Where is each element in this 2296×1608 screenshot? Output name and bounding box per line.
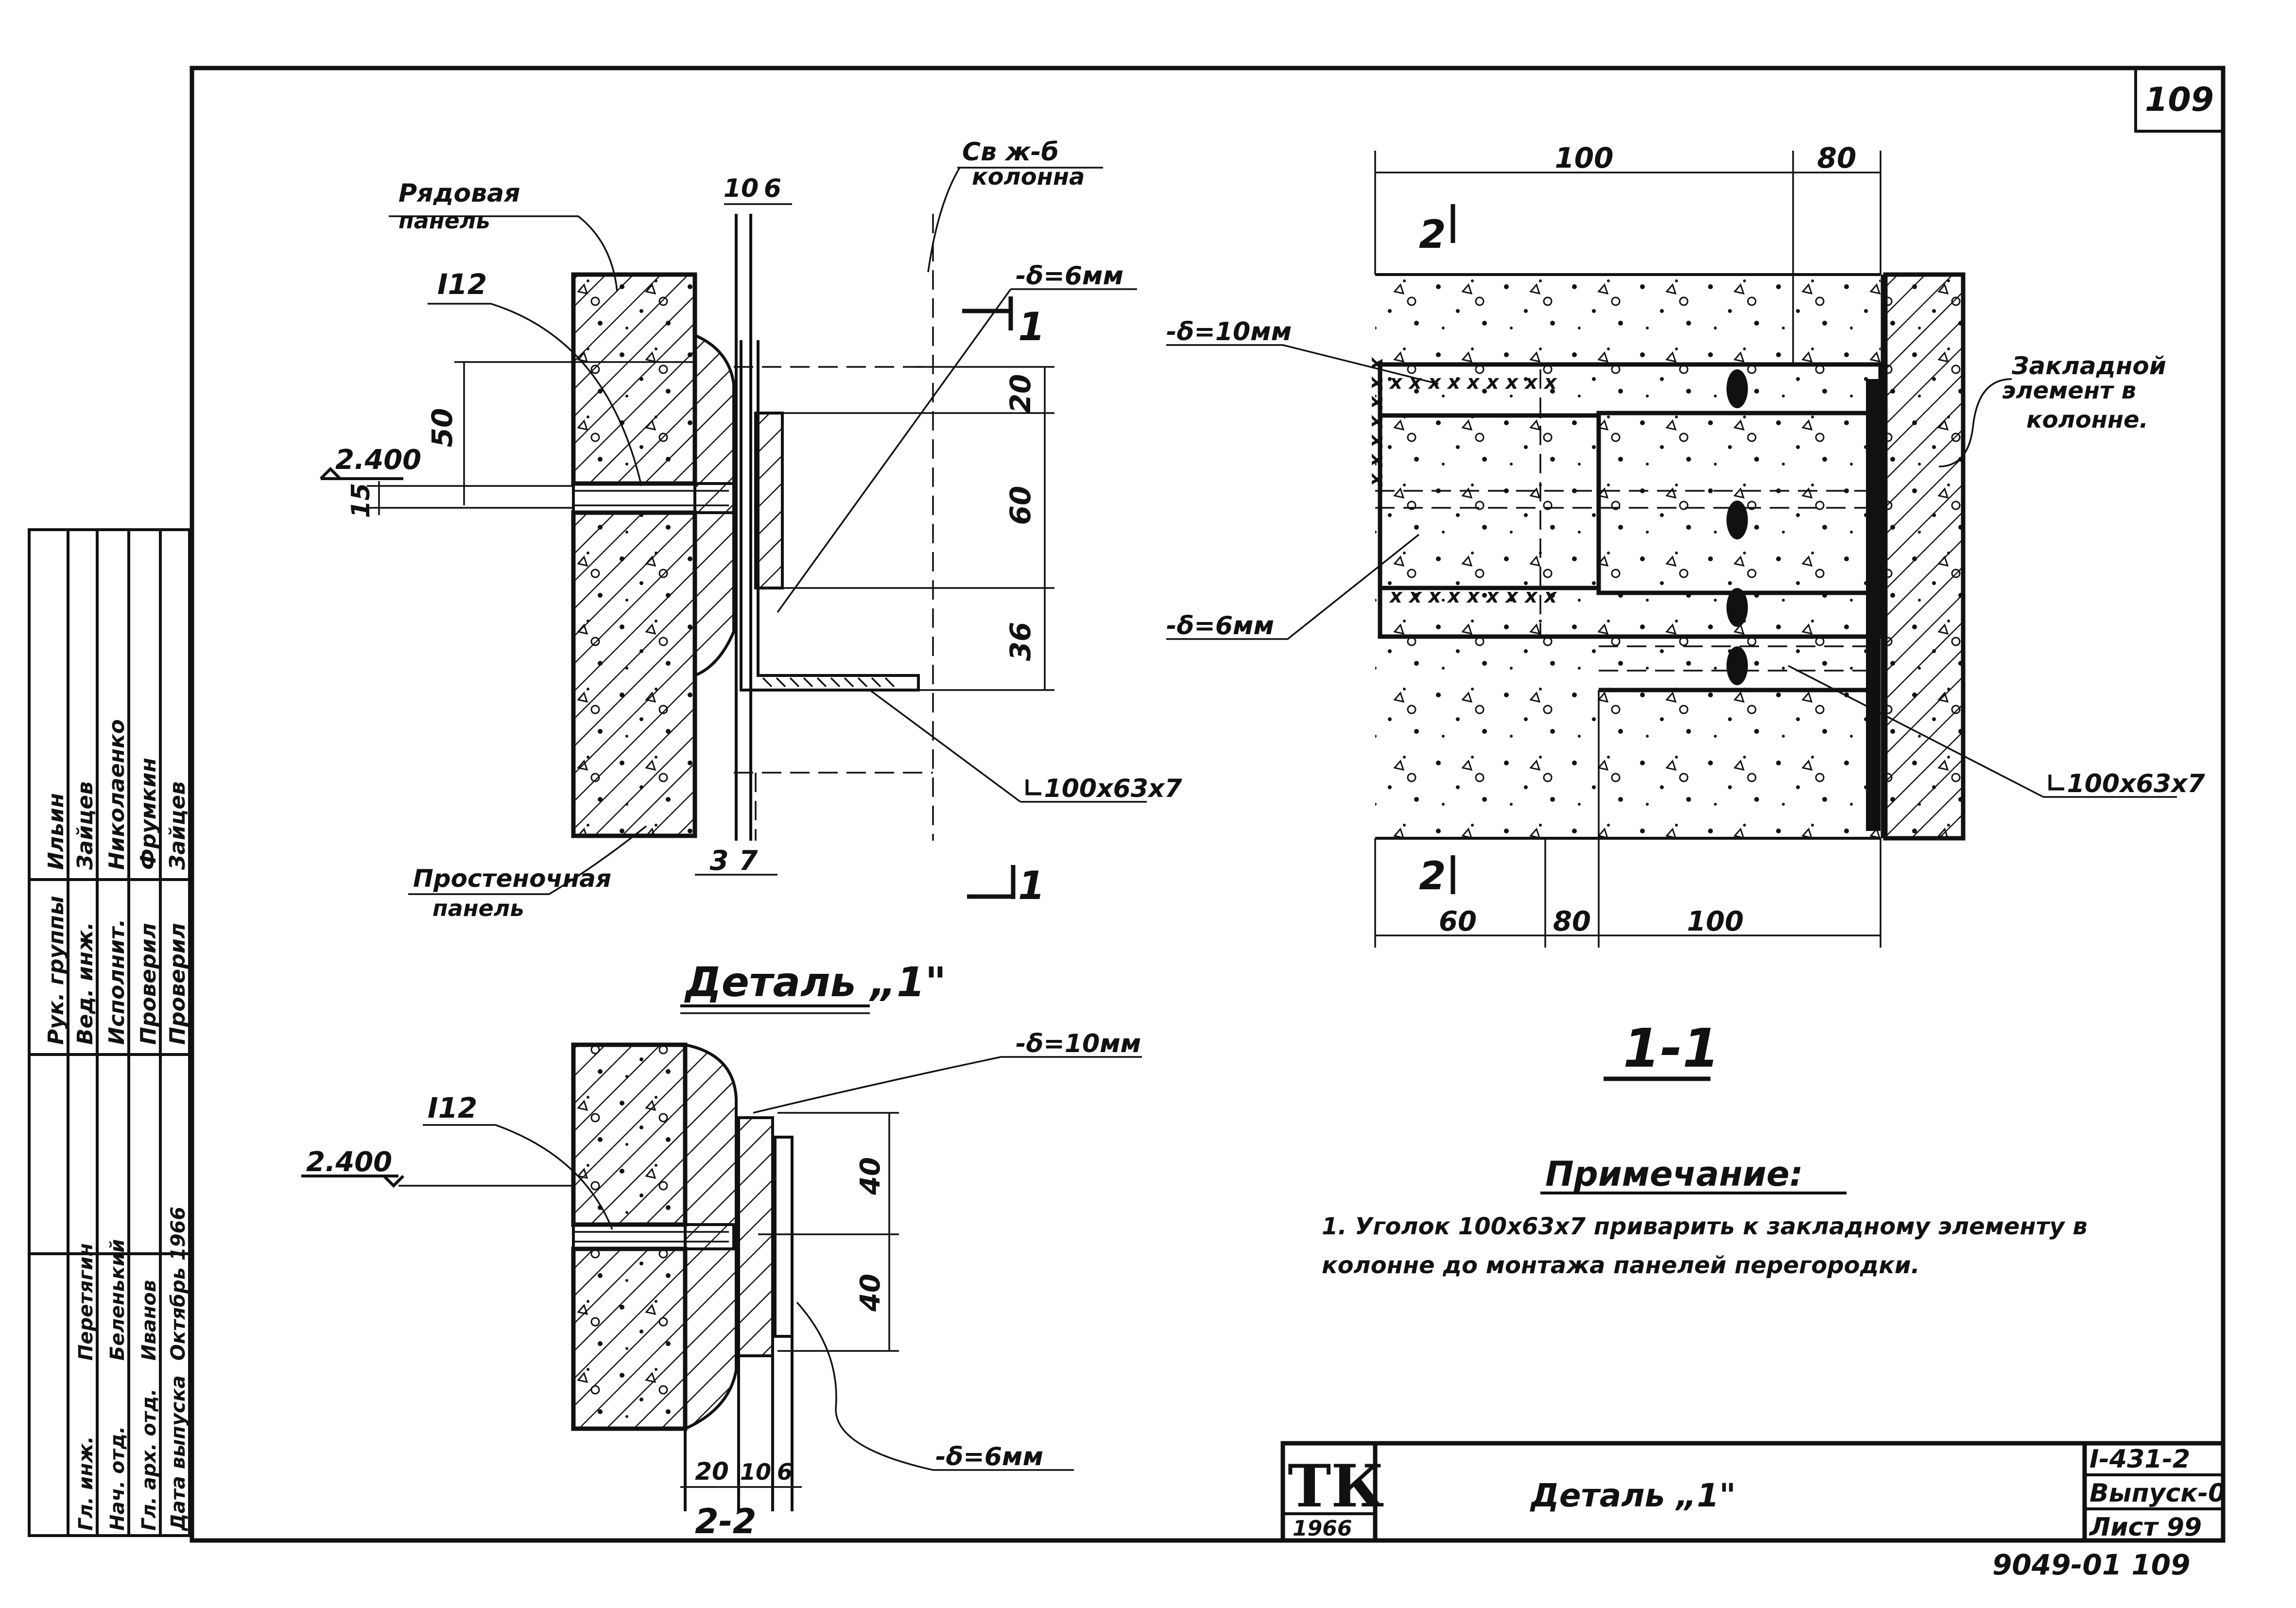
drawing-text: Октябрь 1966 [167,1207,190,1361]
section-2-2-title: 2-2 [695,1502,756,1541]
section-1-1: x x x x x x x x x x x x x x x x x x x x … [1166,141,2206,1081]
drawing-text: 40 [855,1274,886,1312]
drawing-text: 6 [777,1459,793,1485]
archive-number: 9049-01 109 [1992,1548,2190,1581]
drawing-text: Ильин [44,793,69,870]
angle-100x63x7 [740,340,920,692]
drawing-text: Проверил [165,923,190,1045]
drawing-text: 2.400 [335,444,421,476]
drawing-text: 20 [1004,374,1037,414]
drawing-text: 40 [855,1157,886,1195]
partition-panel-label-1: Простеночная [413,865,611,893]
series-number: I-431-2 [2089,1445,2190,1474]
drawing-text: 60 [1004,486,1037,525]
drawing-text: 2 [1419,212,1446,257]
drawing-text: 1 [1018,304,1045,349]
section-1-1-angle-label: ∟100x63x7 [2046,769,2206,798]
partition-panel-label-2: панель [432,895,524,921]
section-2-2-plate-10-label: -δ=10мм [1016,1029,1141,1058]
notes: Примечание: 1. Уголок 100x63x7 приварить… [1322,1154,2088,1279]
drawing-text: 2.400 [306,1146,392,1178]
section-2-2-beam-label: I12 [428,1091,477,1124]
svg-text:x x x x x x x x x: x x x x x x x x x [1389,371,1557,394]
drawing-text: 10 [724,174,759,203]
title-block: ТК 1966 Деталь „1" I-431-2 Выпуск-0 Лист… [1280,1441,2226,1543]
signature-stamp: Рук. группы Ильин Вед. инж. Зайцев Испол… [28,528,191,1537]
section-2-2-plate-6-label: -δ=6мм [935,1442,1043,1471]
title-logo: ТК [1288,1452,1384,1521]
drawing-text: 1 [1018,863,1045,908]
section-1-1-title: 1-1 [1623,1017,1720,1079]
drawing-text: Зайцев [73,781,98,870]
plate-6-label: -δ=6мм [1016,261,1123,291]
drawing-text: Рук. группы [44,896,69,1045]
drawing-text: 3 [710,845,729,877]
sheet-number-box [2134,67,2225,133]
drawing-text: 36 [1004,622,1037,661]
drawing-text: 6 [764,174,781,203]
drawing-title: Деталь „1" [1530,1477,1736,1514]
notes-line-1: 1. Уголок 100x63x7 приварить к закладном… [1322,1213,2088,1240]
drawing-text: Беленький [106,1239,129,1361]
sheet-number: 109 [2145,81,2214,119]
notes-heading: Примечание: [1545,1154,1803,1194]
embedded-label-3: колонне. [2026,406,2148,433]
drawing-text: Проверил [136,923,161,1045]
drawing-text: 80 [1553,906,1591,937]
sheet-border [190,66,2226,1543]
drawing-text: 20 [695,1457,729,1486]
drawing-text: Иванов [138,1280,160,1361]
angle-label: ∟100x63x7 [1023,774,1183,803]
drawing-text: Исполнит. [104,919,129,1045]
column-label-1: Св ж-б [962,138,1059,167]
drawing-text: Гл. инж. [75,1436,97,1531]
drawing-text: 50 [426,408,459,448]
beam-label: I12 [437,268,487,301]
wall-panel-label-1: Рядовая [398,179,520,208]
column-label-2: колонна [972,163,1085,190]
detail-1-title: Деталь „1" [684,958,946,1006]
svg-text:x x x x x x x x x: x x x x x x x x x [1389,585,1557,607]
drawing-text: Вед. инж. [73,922,98,1045]
wall-panel-label-2: панель [398,207,490,234]
section-2-2: 20 10 6 40 40 2.400 I12 -δ=10мм -δ=6мм 2… [301,1029,1142,1542]
svg-text:x x x x x x x: x x x x x x x [1365,357,1387,487]
drawing-text: 80 [1817,141,1857,174]
embedded-label-2: элемент в [2002,377,2136,404]
drawing-text: 2 [1419,853,1446,899]
drawing-text: Дата выпуска [167,1375,190,1532]
drawing-text: Гл. арх. отд. [138,1388,160,1531]
drawing-text: 7 [739,845,758,877]
drawing-text: Нач. отд. [106,1426,129,1531]
embedded-label-1: Закладной [2011,352,2166,380]
issue-number: Выпуск-0 [2089,1479,2226,1508]
plate-6mm-section [774,1136,794,1338]
title-year: 1966 [1293,1516,1352,1541]
notes-line-2: колонне до монтажа панелей перегородки. [1322,1252,1920,1279]
section-1-1-plate-6-label: -δ=6мм [1166,611,1274,640]
plate-10mm-section [737,1116,774,1357]
drawing-text: Николаенко [104,719,129,870]
drawing-text: Зайцев [165,781,190,870]
drawing-text: 100 [1687,906,1744,937]
section-1-1-plate-10-label: -δ=10мм [1166,317,1292,346]
drawing-text: Перетягин [75,1243,97,1361]
sheet-label: Лист 99 [2089,1513,2202,1542]
drawing-text: 15 [346,483,376,518]
drawing-text: 10 [740,1459,771,1485]
drawing-text: Фрумкин [136,758,161,870]
detail-1: 20 60 36 50 15 2.400 10 6 3 7 1 1 Рядова… [319,138,1183,1014]
drawing-text: 60 [1439,906,1477,937]
plate-6mm [754,412,784,589]
drawing-text: 100 [1554,141,1613,174]
